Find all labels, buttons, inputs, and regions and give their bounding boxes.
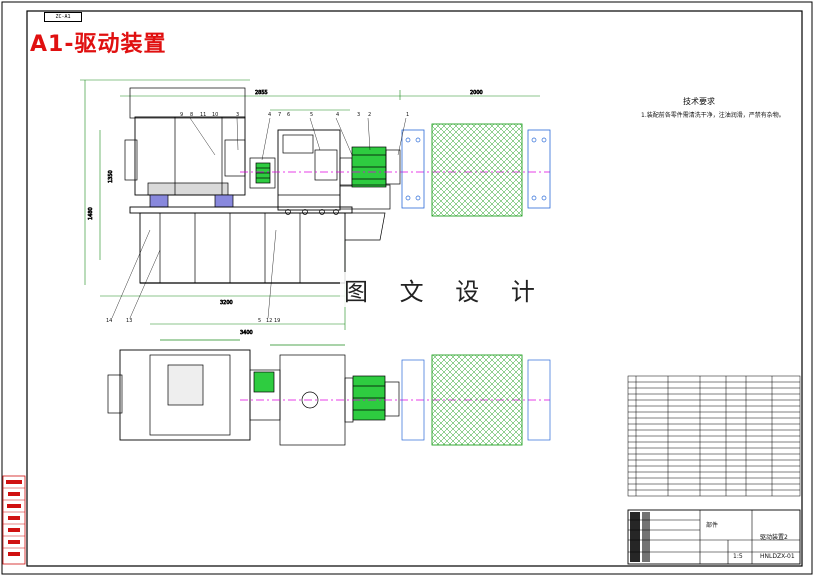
part-number-label: 11	[200, 112, 206, 118]
title-block-drawing-name: 驱动装置2	[760, 534, 788, 541]
part-number-label: 19	[274, 318, 280, 324]
svg-text:2000: 2000	[470, 90, 483, 96]
part-number-label: 13	[126, 318, 132, 324]
part-number-label: 5	[258, 318, 261, 324]
bill-of-materials	[627, 375, 801, 497]
tech-requirements-text: 1.装配前各零件需清洗干净，注油润滑，严禁有杂物。	[641, 112, 785, 119]
part-number-label: 10	[212, 112, 218, 118]
top-view	[107, 339, 551, 446]
inner-border	[26, 10, 803, 567]
title-block	[627, 509, 801, 565]
title-block-drawing-number: HNLDZX-01	[760, 553, 795, 560]
svg-text:1350: 1350	[108, 170, 114, 183]
part-number-label: 3	[236, 112, 239, 118]
title-block-material: 部件	[706, 522, 719, 529]
svg-text:2855: 2855	[255, 90, 268, 96]
part-number-label: 9	[180, 112, 183, 118]
front-view: 1350 1480 2855 2000 3200 3400	[80, 79, 551, 336]
drawing-code-box: ZC-A1	[44, 12, 82, 22]
drawing-title: A1-驱动装置	[30, 32, 167, 57]
svg-text:3200: 3200	[220, 300, 233, 306]
part-number-label: 5	[310, 112, 313, 118]
revision-strip	[2, 475, 26, 565]
tech-requirements-title: 技术要求	[683, 97, 715, 106]
watermark-text: 图 文 设 计	[340, 272, 551, 307]
part-number-label: 7	[278, 112, 281, 118]
part-number-label: 3	[357, 112, 360, 118]
part-number-label: 2	[368, 112, 371, 118]
title-block-scale: 1:5	[733, 553, 743, 560]
part-number-label: 14	[106, 318, 112, 324]
part-number-label: 4	[336, 112, 339, 118]
svg-text:3400: 3400	[240, 330, 253, 336]
part-number-label: 12	[266, 318, 272, 324]
svg-text:1480: 1480	[88, 207, 94, 220]
part-number-label: 6	[287, 112, 290, 118]
part-number-label: 8	[190, 112, 193, 118]
part-number-label: 1	[406, 112, 409, 118]
part-number-label: 4	[268, 112, 271, 118]
